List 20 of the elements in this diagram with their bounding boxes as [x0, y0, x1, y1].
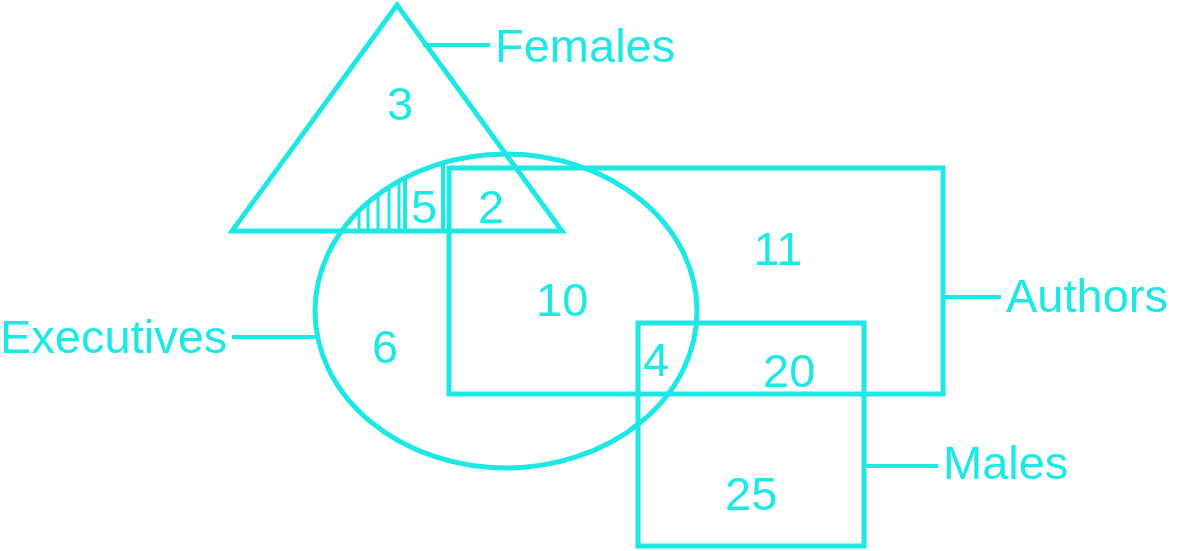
leader-line: [423, 43, 490, 47]
set-label: Authors: [1006, 270, 1168, 322]
rectangle-outline: [446, 165, 946, 397]
region-count: 6: [372, 321, 399, 373]
region-count: 10: [536, 274, 589, 326]
ellipse-outline: [312, 151, 700, 471]
region-count: 11: [753, 223, 803, 275]
rectangle-outline: [635, 320, 867, 549]
set-label: Executives: [0, 311, 228, 363]
leader-line: [864, 464, 938, 468]
region-count: 4: [643, 334, 670, 386]
region-count: 25: [725, 468, 778, 520]
leader-line: [232, 335, 316, 339]
leader-line: [943, 295, 1001, 299]
region-count: 2: [478, 181, 505, 233]
set-label: Females: [495, 20, 676, 72]
region-count: 20: [763, 345, 816, 397]
region-count: 5: [411, 181, 438, 233]
set-label: Males: [943, 437, 1069, 489]
region-count: 3: [387, 78, 414, 130]
